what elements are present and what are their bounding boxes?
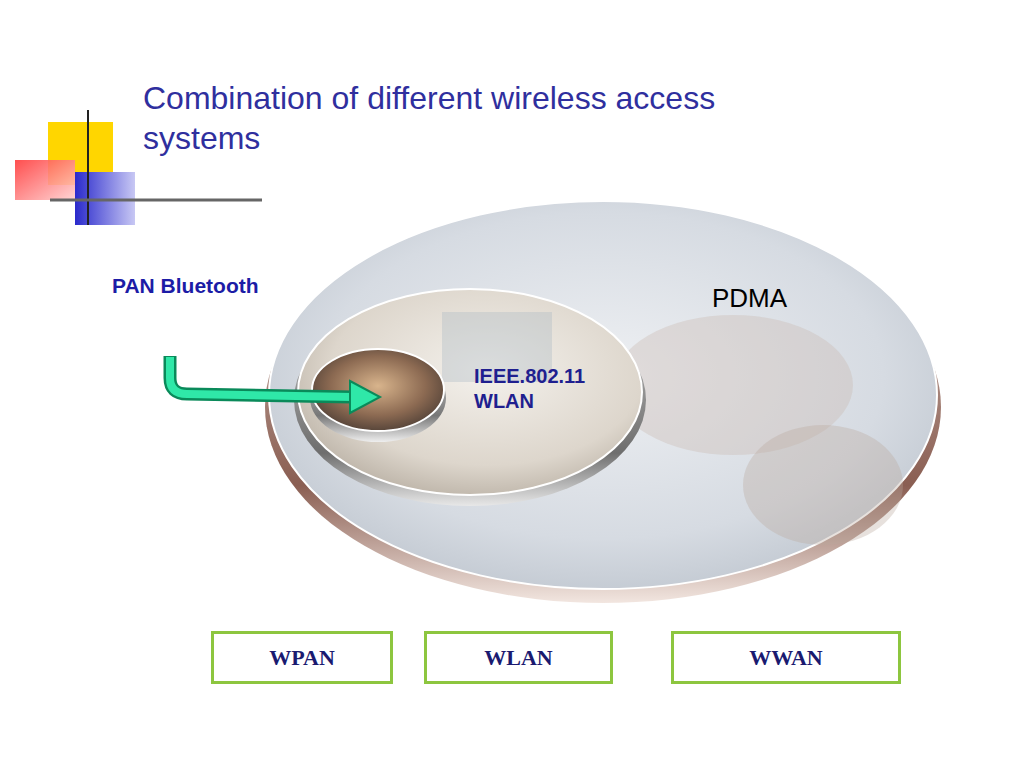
box-label: WWAN bbox=[749, 645, 822, 671]
network-box: WLAN bbox=[424, 631, 613, 684]
network-box: WPAN bbox=[211, 631, 393, 684]
region-label: PDMA bbox=[712, 283, 787, 314]
region-label: IEEE.802.11 WLAN bbox=[474, 364, 624, 414]
region-ellipse: PDMA IEEE.802.11 WLAN bbox=[263, 195, 943, 605]
ellipse-outline bbox=[292, 282, 648, 508]
box-label: WLAN bbox=[484, 645, 552, 671]
box-label: WPAN bbox=[269, 645, 335, 671]
slide-title: Combination of different wireless access… bbox=[143, 78, 733, 158]
network-box: WWAN bbox=[671, 631, 901, 684]
callout-label: PAN Bluetooth bbox=[112, 273, 262, 298]
region-ellipse: IEEE.802.11 WLAN bbox=[292, 282, 648, 508]
